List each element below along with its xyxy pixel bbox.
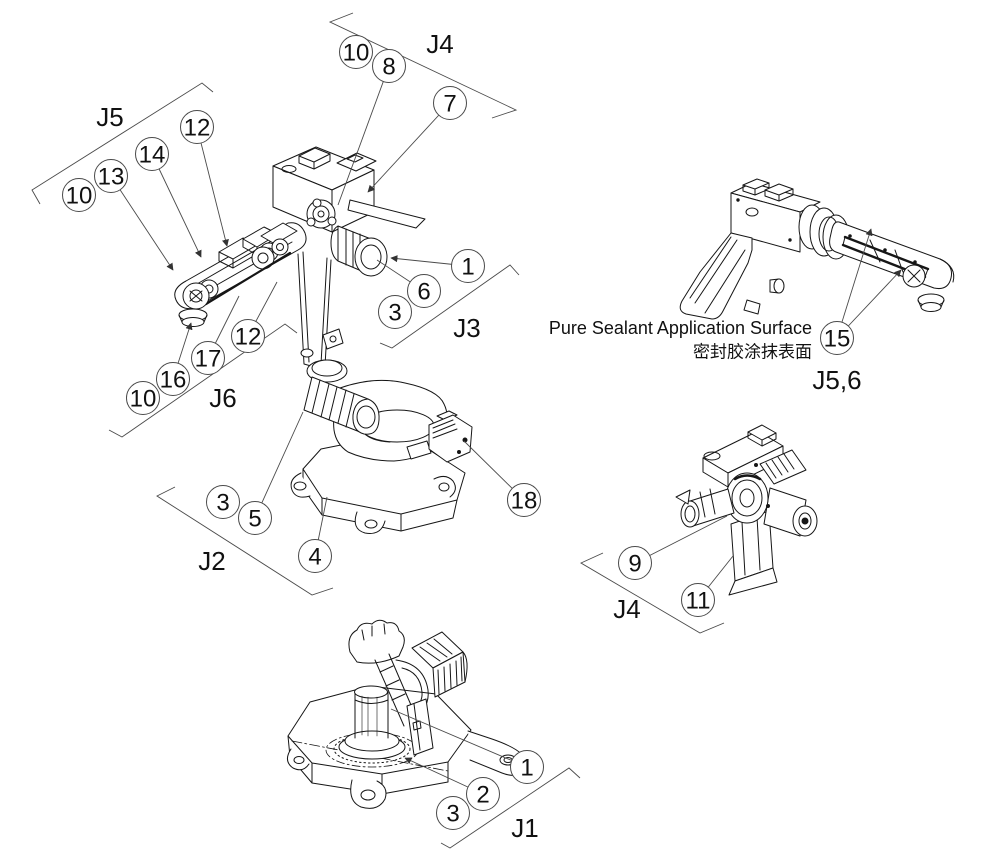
base-detail-view xyxy=(287,619,527,809)
balloon-3 xyxy=(378,295,412,329)
joint-label-j2: J2 xyxy=(198,546,225,576)
balloon-label-10: 10 xyxy=(130,386,157,413)
balloon-18 xyxy=(507,483,541,517)
balloon-12 xyxy=(231,319,265,353)
joint-label-j3: J3 xyxy=(453,313,480,343)
joint-label-j1: J1 xyxy=(511,813,538,843)
main-robot-view xyxy=(174,146,473,534)
balloon-label-16: 16 xyxy=(160,367,187,394)
joint-label-j4: J4 xyxy=(426,29,453,59)
balloon-label-10: 10 xyxy=(66,183,93,210)
joint-bracket-j2 xyxy=(156,486,334,596)
balloon-10 xyxy=(126,381,160,415)
balloon-4 xyxy=(298,539,332,573)
balloon-label-14: 14 xyxy=(139,142,166,169)
balloon-label-15: 15 xyxy=(824,326,851,353)
leader-line-part-5 xyxy=(254,411,304,519)
balloon-14 xyxy=(135,137,169,171)
balloon-label-11: 11 xyxy=(686,588,711,615)
joint-bracket-j6 xyxy=(108,323,298,438)
balloon-2 xyxy=(466,777,500,811)
joint-bracket-j1 xyxy=(440,767,581,849)
balloon-9 xyxy=(618,546,652,580)
balloon-label-10: 10 xyxy=(343,40,370,67)
balloon-12 xyxy=(180,110,214,144)
sealant-note-zh: 密封胶涂抹表面 xyxy=(693,343,812,362)
joint-label-j4: J4 xyxy=(613,594,640,624)
joint-bracket-j3 xyxy=(379,264,520,349)
leader-line-part-12 xyxy=(196,126,229,247)
leader-line-part-8 xyxy=(337,65,390,206)
balloon-10 xyxy=(339,35,373,69)
balloon-label-3: 3 xyxy=(388,300,401,327)
balloon-5 xyxy=(238,501,272,535)
joint-bracket-j4 xyxy=(580,552,725,634)
balloon-16 xyxy=(156,362,190,396)
balloon-3 xyxy=(206,485,240,519)
balloon-label-8: 8 xyxy=(382,54,395,81)
balloon-label-17: 17 xyxy=(195,346,222,373)
balloon-15 xyxy=(820,321,854,355)
leader-line-part-15 xyxy=(836,228,873,339)
balloon-label-5: 5 xyxy=(248,506,261,533)
balloon-label-13: 13 xyxy=(98,164,125,191)
balloon-11 xyxy=(681,583,715,617)
j4-detail-view xyxy=(675,424,818,596)
leader-line-part-14 xyxy=(151,153,202,258)
leader-line-part-1 xyxy=(390,708,528,768)
balloon-label-9: 9 xyxy=(628,551,641,578)
balloon-10 xyxy=(62,178,96,212)
balloon-label-3: 3 xyxy=(216,490,229,517)
leader-line-part-7 xyxy=(367,102,451,193)
balloon-label-12: 12 xyxy=(235,324,262,351)
balloon-label-2: 2 xyxy=(476,782,489,809)
joint-label-j56: J5,6 xyxy=(812,365,861,395)
balloon-label-1: 1 xyxy=(461,254,474,281)
sealant-note-en: Pure Sealant Application Surface xyxy=(549,318,812,338)
joint-bracket-j4 xyxy=(328,12,518,119)
balloon-label-18: 18 xyxy=(511,488,538,515)
balloon-1 xyxy=(451,249,485,283)
wrist-detail-view xyxy=(679,178,955,320)
balloon-3 xyxy=(436,796,470,830)
joint-label-j5: J5 xyxy=(96,102,123,132)
balloon-1 xyxy=(510,750,544,784)
annotation-layer: 108712141310163121716103541815911123J5J4… xyxy=(31,12,902,849)
balloon-7 xyxy=(433,86,467,120)
balloon-label-7: 7 xyxy=(443,91,456,118)
balloon-label-1: 1 xyxy=(520,755,533,782)
balloon-label-4: 4 xyxy=(308,544,321,571)
balloon-17 xyxy=(191,341,225,375)
joint-bracket-j5 xyxy=(31,82,214,205)
leader-line-part-9 xyxy=(634,515,728,564)
balloon-label-12: 12 xyxy=(184,115,211,142)
balloon-label-3: 3 xyxy=(446,801,459,828)
balloon-8 xyxy=(372,49,406,83)
balloon-13 xyxy=(94,159,128,193)
joint-label-j6: J6 xyxy=(209,383,236,413)
leader-line-part-13 xyxy=(110,175,174,271)
balloon-6 xyxy=(407,274,441,308)
balloon-label-6: 6 xyxy=(417,279,430,306)
